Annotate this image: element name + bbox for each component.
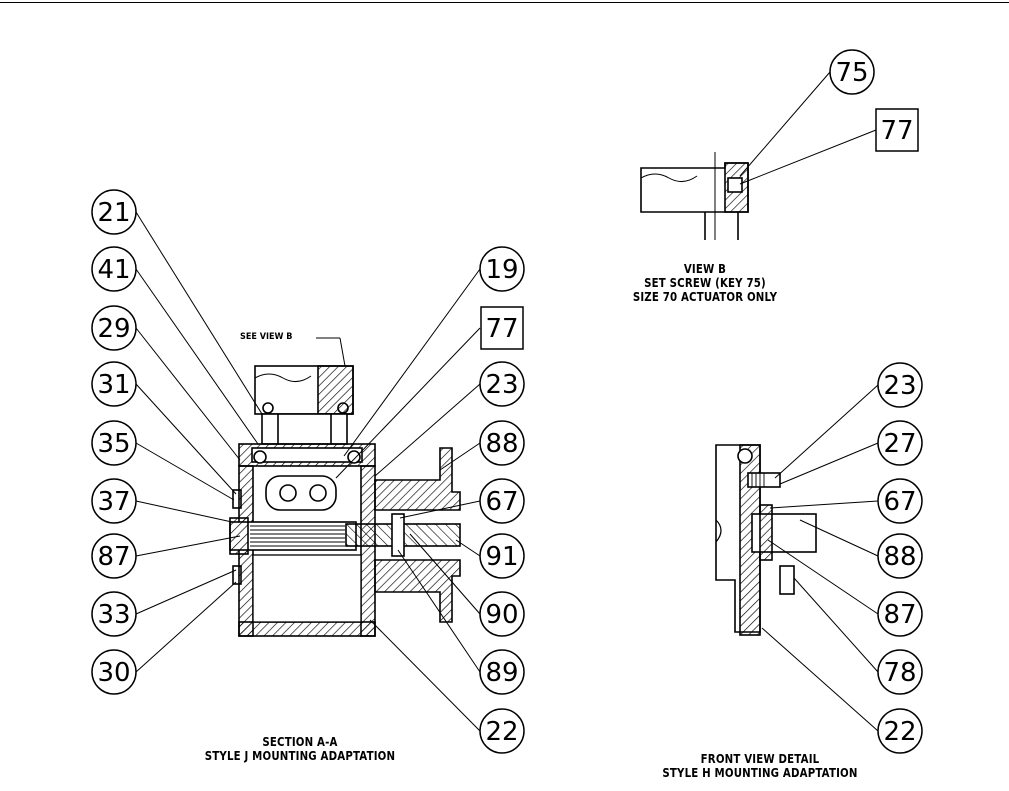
svg-text:87: 87 bbox=[883, 600, 916, 630]
svg-text:78: 78 bbox=[883, 658, 916, 688]
callout-37: 37 bbox=[92, 479, 136, 523]
svg-text:67: 67 bbox=[485, 487, 518, 517]
svg-text:37: 37 bbox=[97, 487, 130, 517]
svg-text:22: 22 bbox=[485, 717, 518, 747]
callout-88-front: 88 bbox=[878, 534, 922, 578]
see-view-b-note: SEE VIEW B bbox=[240, 332, 292, 342]
callouts-section-aa-left: 21 41 29 31 35 37 87 33 30 bbox=[92, 190, 136, 694]
section-aa-drawing bbox=[230, 366, 460, 636]
svg-text:19: 19 bbox=[485, 255, 518, 285]
section-aa-caption: SECTION A-A STYLE J MOUNTING ADAPTATION bbox=[198, 735, 402, 763]
section-aa-caption-line1: SECTION A-A bbox=[198, 735, 402, 749]
svg-text:22: 22 bbox=[883, 717, 916, 747]
callout-23: 23 bbox=[480, 362, 524, 406]
svg-text:91: 91 bbox=[485, 542, 518, 572]
callout-89: 89 bbox=[480, 650, 524, 694]
svg-text:27: 27 bbox=[883, 429, 916, 459]
callout-67-front: 67 bbox=[878, 479, 922, 523]
svg-text:23: 23 bbox=[485, 370, 518, 400]
callout-90: 90 bbox=[480, 592, 524, 636]
svg-text:21: 21 bbox=[97, 198, 130, 228]
callout-27: 27 bbox=[878, 421, 922, 465]
callout-87: 87 bbox=[92, 534, 136, 578]
svg-text:31: 31 bbox=[97, 370, 130, 400]
front-view-caption-line1: FRONT VIEW DETAIL bbox=[650, 752, 871, 766]
callout-88: 88 bbox=[480, 421, 524, 465]
svg-text:41: 41 bbox=[97, 255, 130, 285]
svg-text:90: 90 bbox=[485, 600, 518, 630]
callout-22-front: 22 bbox=[878, 709, 922, 753]
svg-text:77: 77 bbox=[880, 116, 913, 146]
callout-75: 75 bbox=[830, 50, 874, 94]
svg-text:75: 75 bbox=[835, 58, 868, 88]
svg-text:88: 88 bbox=[485, 429, 518, 459]
view-b-caption-line3: SIZE 70 ACTUATOR ONLY bbox=[616, 290, 795, 304]
view-b-caption-line2: SET SCREW (KEY 75) bbox=[616, 276, 795, 290]
callout-77-boxed-view-b: 77 bbox=[876, 109, 918, 151]
view-b-caption: VIEW B SET SCREW (KEY 75) SIZE 70 ACTUAT… bbox=[616, 262, 795, 304]
callouts-section-aa-right: 19 77 23 88 67 91 90 89 22 bbox=[480, 247, 524, 753]
view-b-caption-line1: VIEW B bbox=[616, 262, 795, 276]
callout-23-front: 23 bbox=[878, 363, 922, 407]
callout-19: 19 bbox=[480, 247, 524, 291]
callout-29: 29 bbox=[92, 306, 136, 350]
callout-77-boxed: 77 bbox=[481, 307, 523, 349]
callout-22: 22 bbox=[480, 709, 524, 753]
section-aa-caption-line2: STYLE J MOUNTING ADAPTATION bbox=[198, 749, 402, 763]
callout-91: 91 bbox=[480, 534, 524, 578]
front-view-caption-line2: STYLE H MOUNTING ADAPTATION bbox=[650, 766, 871, 780]
svg-text:89: 89 bbox=[485, 658, 518, 688]
svg-text:77: 77 bbox=[485, 314, 518, 344]
svg-text:87: 87 bbox=[97, 542, 130, 572]
front-view-drawing bbox=[716, 445, 816, 635]
svg-text:29: 29 bbox=[97, 314, 130, 344]
svg-text:67: 67 bbox=[883, 487, 916, 517]
callout-33: 33 bbox=[92, 592, 136, 636]
svg-text:33: 33 bbox=[97, 600, 130, 630]
callout-87-front: 87 bbox=[878, 592, 922, 636]
svg-text:23: 23 bbox=[883, 371, 916, 401]
callout-78: 78 bbox=[878, 650, 922, 694]
callout-21: 21 bbox=[92, 190, 136, 234]
view-b-drawing bbox=[641, 152, 748, 240]
front-view-caption: FRONT VIEW DETAIL STYLE H MOUNTING ADAPT… bbox=[650, 752, 871, 780]
callout-31: 31 bbox=[92, 362, 136, 406]
callouts-view-b: 75 77 bbox=[830, 50, 918, 151]
callout-35: 35 bbox=[92, 421, 136, 465]
callouts-front-view: 23 27 67 88 87 78 22 bbox=[878, 363, 922, 753]
svg-text:30: 30 bbox=[97, 658, 130, 688]
svg-text:35: 35 bbox=[97, 429, 130, 459]
svg-text:88: 88 bbox=[883, 542, 916, 572]
callout-67: 67 bbox=[480, 479, 524, 523]
callout-30: 30 bbox=[92, 650, 136, 694]
callout-41: 41 bbox=[92, 247, 136, 291]
